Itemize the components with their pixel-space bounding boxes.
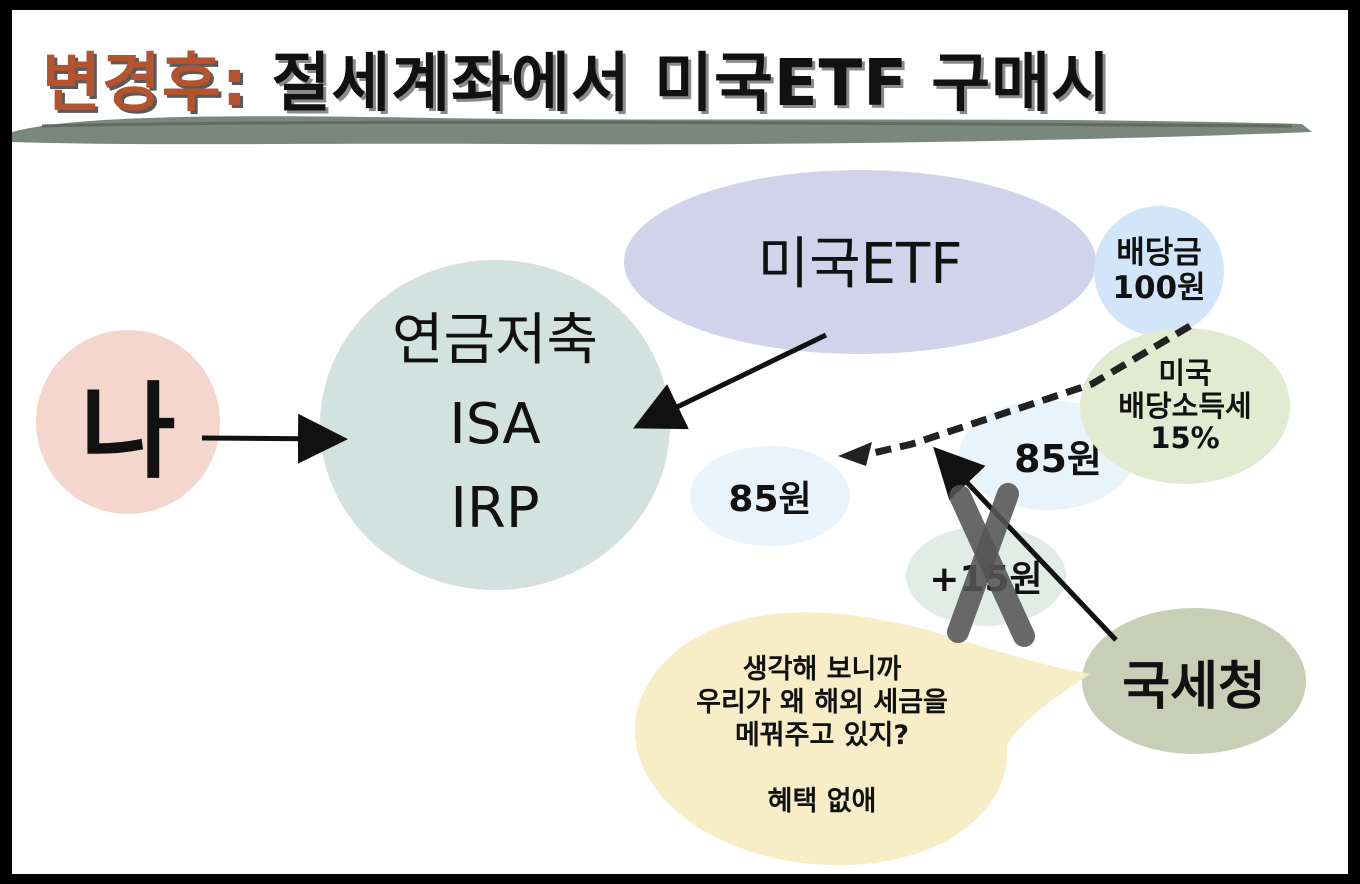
node-account-label: 연금저축 ISA IRP: [391, 308, 599, 541]
node-nts: 국세청: [1082, 608, 1306, 754]
node-us-etf-label: 미국ETF: [757, 231, 963, 297]
node-us-tax-label: 미국 배당소득세 15%: [1118, 356, 1252, 456]
slide-title: 변경후: 절세계좌에서 미국ETF 구매시: [42, 32, 1111, 124]
slide: 변경후: 절세계좌에서 미국ETF 구매시 나 연금저축 ISA IRP 미국E…: [12, 10, 1348, 874]
node-nts-label: 국세청: [1122, 656, 1266, 717]
node-refund: +15원: [906, 526, 1066, 626]
node-me: 나: [36, 330, 220, 514]
title-main: 절세계좌에서 미국ETF 구매시: [271, 47, 1111, 121]
node-refund-label: +15원: [929, 559, 1043, 600]
node-dividend-label: 배당금 100원: [1112, 235, 1206, 306]
title-prefix: 변경후:: [42, 47, 249, 121]
title-underline-brush: [12, 116, 1312, 145]
node-amount-after-tax-label: 85원: [728, 479, 812, 520]
node-account: 연금저축 ISA IRP: [320, 260, 670, 590]
node-me-label: 나: [80, 370, 176, 493]
node-us-etf: 미국ETF: [624, 170, 1096, 354]
node-us-tax: 미국 배당소득세 15%: [1080, 328, 1290, 484]
arrow-me-to-account: [201, 413, 348, 464]
node-dividend: 배당금 100원: [1094, 206, 1224, 336]
speech-bubble-text: 생각해 보니까 우리가 왜 해외 세금을 메꿔주고 있지? 혜택 없애: [696, 654, 948, 817]
node-amount-after-tax: 85원: [690, 446, 850, 546]
